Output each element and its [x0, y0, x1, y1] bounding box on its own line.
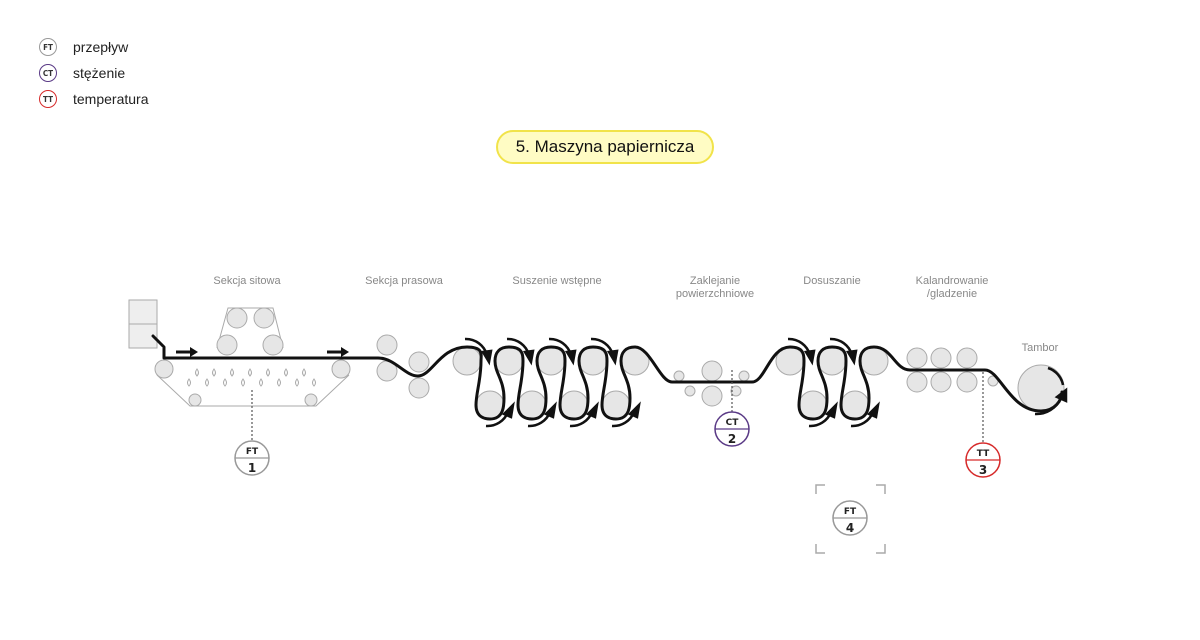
- legend-item-temperature: TT temperatura: [39, 86, 148, 112]
- sizing-rolls: [673, 360, 750, 407]
- instrument-ct-2[interactable]: CT 2: [714, 411, 750, 447]
- section-label-press: Sekcja prasowa: [365, 275, 443, 287]
- wire-section: [154, 307, 351, 407]
- instrument-number: 2: [728, 432, 736, 446]
- calender-rolls: [906, 347, 999, 393]
- section-label-line: powierzchniowe: [675, 288, 755, 300]
- afterdrying-cylinders: [775, 346, 889, 420]
- concentration-transmitter-icon: CT: [39, 64, 57, 82]
- rotation-arrows: [464, 337, 1068, 428]
- legend-label: temperatura: [73, 91, 149, 107]
- section-label-reel: Tambor: [1021, 342, 1059, 354]
- instrument-tt-3[interactable]: TT 3: [965, 442, 1001, 478]
- press-rolls: [376, 334, 430, 399]
- section-label-line: /gladzenie: [926, 288, 978, 300]
- flow-arrow-icon: [327, 347, 349, 357]
- section-label-predrying: Suszenie wstępne: [512, 275, 602, 287]
- section-label-sizing: Zaklejanie powierzchniowe: [662, 275, 768, 301]
- section-label-wire: Sekcja sitowa: [213, 275, 281, 287]
- legend-item-concentration: CT stężenie: [39, 60, 148, 86]
- flow-arrow-icon: [176, 347, 198, 357]
- legend-label: stężenie: [73, 65, 126, 81]
- legend-label: przepływ: [73, 39, 129, 55]
- instrument-number: 1: [248, 461, 256, 475]
- legend: FT przepływ CT stężenie TT temperatura: [39, 34, 148, 112]
- headbox-icon: [128, 299, 158, 349]
- section-label-line: Kalandrowanie: [915, 275, 989, 287]
- section-label-calendering: Kalandrowanie /gladzenie: [902, 275, 1002, 301]
- diagram-title: 5. Maszyna papiernicza: [496, 130, 714, 164]
- instrument-code: CT: [726, 418, 740, 428]
- instrument-number: 3: [979, 463, 987, 477]
- instrument-code: FT: [246, 447, 259, 457]
- instrument-ft-1[interactable]: FT 1: [234, 440, 270, 476]
- instrument-code: FT: [844, 507, 857, 517]
- temperature-transmitter-icon: TT: [39, 90, 57, 108]
- flow-transmitter-icon: FT: [39, 38, 57, 56]
- instrument-ft-4[interactable]: FT 4: [832, 500, 868, 536]
- section-label-line: Zaklejanie: [689, 275, 741, 287]
- paper-web-line: [151, 334, 1064, 421]
- instrument-number: 4: [846, 521, 854, 535]
- predrying-cylinders: [452, 346, 650, 420]
- selection-frame: [815, 484, 886, 554]
- instrument-code: TT: [977, 449, 990, 459]
- diagram-title-text: 5. Maszyna papiernicza: [515, 137, 695, 156]
- legend-item-flow: FT przepływ: [39, 34, 148, 60]
- section-label-afterdrying: Dosuszanie: [803, 275, 861, 287]
- instrument-leaders: [251, 370, 984, 443]
- water-drops-icon: [187, 368, 316, 387]
